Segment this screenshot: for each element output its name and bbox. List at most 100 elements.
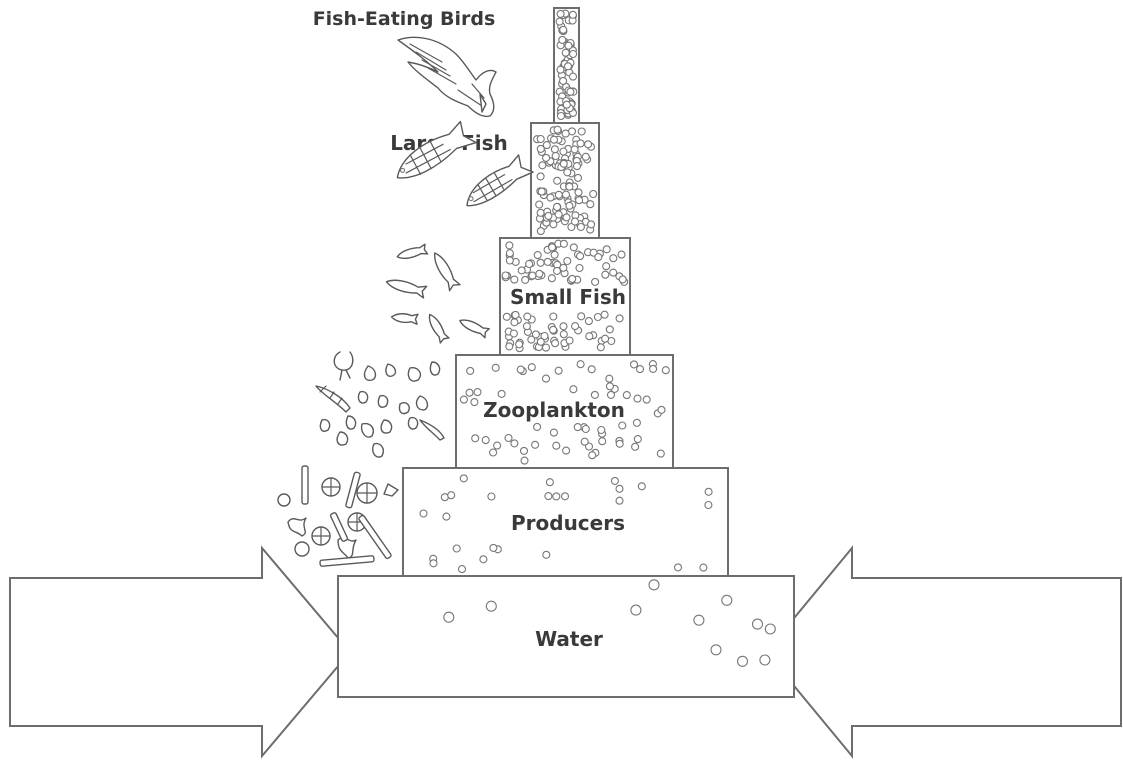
toxin-dot [523,323,530,330]
toxin-dot [576,197,583,204]
toxin-dot [578,313,585,320]
toxin-dot [460,396,467,403]
toxin-dot [577,361,584,368]
toxin-dot [570,51,577,58]
toxin-dot [502,272,509,279]
toxin-dot [557,66,564,73]
toxin-dot [532,441,539,448]
toxin-dot [559,36,566,43]
toxin-dot [545,212,552,219]
toxin-dot [498,390,505,397]
zooplankton-icon [316,352,444,457]
toxin-dot [565,63,572,70]
toxin-dot [528,364,535,371]
toxin-dot [610,255,617,262]
toxin-dot [675,564,682,571]
toxin-dot [633,419,640,426]
toxin-dot [564,169,571,176]
toxin-dot [694,615,704,625]
toxin-dot [490,544,497,551]
toxin-dot [631,605,641,615]
toxin-dot [494,442,501,449]
toxin-dot [588,221,595,228]
phytoplankton-icon [278,466,398,566]
toxin-dot [588,366,595,373]
toxin-dot [443,513,450,520]
toxin-dot [722,595,732,605]
toxin-dot [563,101,570,108]
toxin-dot [554,204,561,211]
toxin-dot [634,395,641,402]
toxin-dot [460,475,467,482]
toxin-dot [549,244,556,251]
toxin-dot [589,452,596,459]
toxin-dot [546,479,553,486]
toxin-dot [562,493,569,500]
toxin-dot [574,163,581,170]
toxin-dot [551,146,558,153]
toxin-dot [606,383,613,390]
toxin-dot [550,429,557,436]
toxin-dot [616,497,623,504]
toxin-dot [550,326,557,333]
toxin-dot [560,323,567,330]
toxin-dot [637,366,644,373]
toxin-dot [738,656,748,666]
toxin-dot [634,436,641,443]
toxin-dot [537,173,544,180]
toxin-dot [602,271,609,278]
toxin-dot [570,244,577,251]
toxin-dot [711,645,721,655]
toxin-dot [529,272,536,279]
toxin-dot [517,366,524,373]
toxin-dot [582,153,589,160]
toxin-dot [444,612,454,622]
label-producers: Producers [511,511,625,535]
toxin-dot [595,254,602,261]
label-fish-eating-birds: Fish-Eating Birds [313,8,496,30]
toxin-dot [537,259,544,266]
toxin-dot [575,174,582,181]
toxin-dot [563,191,570,198]
toxin-dot [503,313,510,320]
toxin-dot [616,440,623,447]
toxin-dot [760,655,770,665]
toxin-dot [570,73,577,80]
toxin-dot [571,146,578,153]
left-arrow [10,548,350,756]
right-arrow [766,548,1121,756]
toxin-dot [643,396,650,403]
toxin-dot [765,624,775,634]
toxin-dot [506,242,513,249]
toxin-dot [550,221,557,228]
toxin-dot [557,10,564,17]
toxin-dot [553,442,560,449]
toxin-dot [506,250,513,257]
toxin-dot [586,333,593,340]
toxin-dot [560,77,567,84]
toxin-dot [543,344,550,351]
toxin-dot [560,160,567,167]
toxin-dot [594,314,601,321]
toxin-dot [556,18,563,25]
toxin-dot [618,251,625,258]
toxin-dot [582,426,589,433]
toxin-dot [567,88,574,95]
toxin-dot [606,326,613,333]
toxin-dot [430,560,437,567]
label-zooplankton: Zooplankton [483,398,625,422]
toxin-dot [619,422,626,429]
toxin-dot [554,126,561,133]
toxin-dot [574,424,581,431]
label-water: Water [535,627,603,651]
toxin-dot [537,209,544,216]
toxin-dot [570,386,577,393]
toxin-dot [506,343,513,350]
toxin-dot [488,493,495,500]
toxin-dot [534,423,541,430]
toxin-dot [420,510,427,517]
toxin-dot [545,493,552,500]
toxin-dot [597,344,604,351]
toxin-dot [598,427,605,434]
toxin-dot [616,315,623,322]
